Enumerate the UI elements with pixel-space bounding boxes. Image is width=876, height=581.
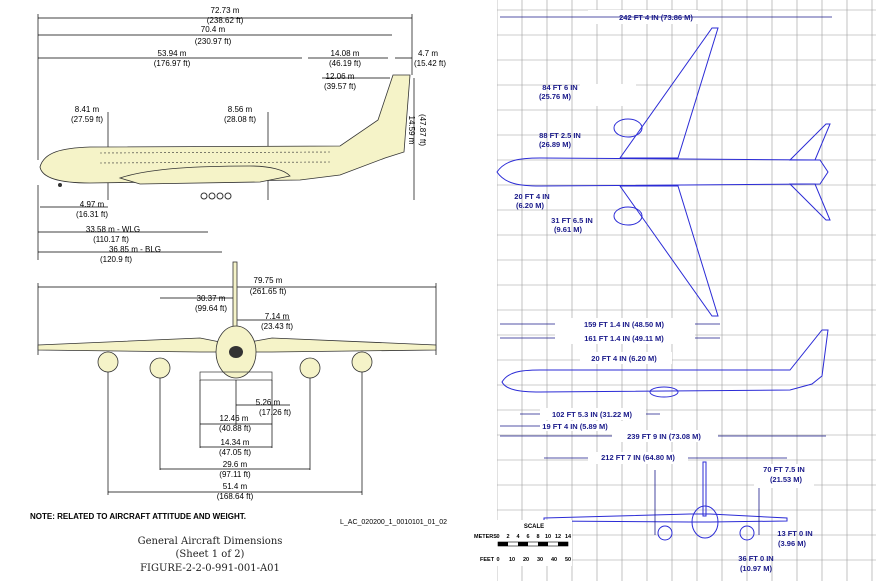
dim-514-ft-label: (168.64 ft) [217,492,254,501]
wlg-label: 33.58 m - WLG [86,225,140,234]
dim-856-label: 8.56 m [228,105,253,114]
dim-47-label: 4.7 m [418,49,438,58]
scale-meter-tick: 12 [555,534,561,540]
top-dim-a1m-label: (25.76 M) [539,92,572,101]
top-dim-a2m-label: (26.89 M) [539,140,572,149]
dim-3037-label: 30.37 m [197,294,226,303]
fuselage-length-label: 70.4 m [201,25,226,34]
a380-side-view: 72.73 m (238.62 ft) 70.4 m (230.97 ft) 5… [37,6,446,264]
dim-3037-ft-label: (99.64 ft) [195,304,227,313]
front-f2-label: 70 FT 7.5 IN [763,465,805,474]
scale-feet-tick: 20 [523,557,529,563]
dim-1434-ft-label: (47.05 ft) [219,448,251,457]
drawing-ref: L_AC_020200_1_0010101_01_02 [340,519,447,526]
scale-feet-tick: 40 [551,557,557,563]
scale-feet-tick: 10 [509,557,515,563]
dim-526-ft-label: (17.26 ft) [259,408,291,417]
scale-meter-tick: 2 [506,534,509,540]
front-f3m-label: (3.96 M) [778,539,806,548]
top-dim-a2-label: 88 FT 2.5 IN [539,131,581,140]
side-s2-label: 161 FT 1.4 IN (49.11 M) [584,334,664,343]
dim-1408-label: 14.08 m [331,49,360,58]
dim-1434-label: 14.34 m [221,438,250,447]
height-label: 14.59 m [407,116,416,145]
dim-296-label: 29.6 m [223,460,248,469]
scale-meter-tick: 0 [496,534,499,540]
dim-497-ft-label: (16.31 ft) [76,210,108,219]
dim-1246-label: 12.46 m [220,414,249,423]
overall-length-ft-label: (238.62 ft) [207,16,244,25]
dim-5394-label: 53.94 m [158,49,187,58]
side-s1-label: 159 FT 1.4 IN (48.50 M) [584,320,665,329]
scale-meter-tick: 8 [536,534,539,540]
front-f3-label: 13 FT 0 IN [777,529,812,538]
height-ft-label: (47.87 ft) [418,114,427,146]
dim-1408-ft-label: (46.19 ft) [329,59,361,68]
dim-856-ft-label: (28.08 ft) [224,115,256,124]
b777-side-view: 159 FT 1.4 IN (48.50 M) 161 FT 1.4 IN (4… [500,318,829,442]
front-f4-label: 36 FT 0 IN [738,554,773,563]
top-dim-a4-label: 31 FT 6.5 IN [551,216,593,225]
side-s3-label: 20 FT 4 IN (6.20 M) [591,354,657,363]
top-dim-a1-label: 84 FT 6 IN [542,83,577,92]
scale-meter-tick: 10 [545,534,551,540]
caption-title: General Aircraft Dimensions [138,536,283,547]
dim-514-label: 51.4 m [223,482,248,491]
b777-front-view: 212 FT 7 IN (64.80 M) 70 FT 7.5 IN (21.5… [543,452,814,573]
dim-1206-label: 12.06 m [326,72,355,81]
top-span-label: 242 FT 4 IN (73.86 M) [619,13,693,22]
dim-526-label: 5.26 m [256,398,281,407]
dim-47-ft-label: (15.42 ft) [414,59,446,68]
b777-top-view: 242 FT 4 IN (73.86 M) 84 FT 6 IN (25.76 … [496,10,832,317]
dim-497-label: 4.97 m [80,200,105,209]
wlg-ft-label: (110.17 ft) [93,235,129,244]
caption-figure: FIGURE-2-2-0-991-001-A01 [140,563,280,574]
side-s6-label: 239 FT 9 IN (73.08 M) [627,432,701,441]
a380-front-view: 79.75 m (261.65 ft) 30.37 m (99.64 ft) 7… [37,261,437,501]
front-f1-label: 212 FT 7 IN (64.80 M) [601,453,675,462]
scale-title: SCALE [524,524,544,530]
front-f4m-label: (10.97 M) [740,564,773,573]
blg-label: 36.85 m - BLG [109,245,161,254]
scale-feet-tick: 30 [537,557,543,563]
front-f2m-label: (21.53 M) [770,475,803,484]
scale-feet-tick: 0 [496,557,499,563]
top-dim-a3m-label: (6.20 M) [516,201,544,210]
scale-meter-tick: 4 [516,534,520,540]
dim-714-label: 7.14 m [265,312,290,321]
span-label: 79.75 m [254,276,283,285]
dim-714-ft-label: (23.43 ft) [261,322,293,331]
overall-length-label: 72.73 m [211,6,240,15]
scale-feet-label: FEET [480,557,495,563]
dim-1246-ft-label: (40.88 ft) [219,424,251,433]
scale-meter-tick: 6 [526,534,529,540]
dim-296-ft-label: (97.11 ft) [219,470,251,479]
scale-feet-tick: 50 [565,557,571,563]
note-text: NOTE: RELATED TO AIRCRAFT ATTITUDE AND W… [30,512,246,521]
side-s4-label: 102 FT 5.3 IN (31.22 M) [552,410,633,419]
reference-grid [472,0,876,581]
span-ft-label: (261.65 ft) [250,287,287,296]
dim-5394-ft-label: (176.97 ft) [154,59,191,68]
blg-ft-label: (120.9 ft) [100,255,132,264]
dim-841-label: 8.41 m [75,105,100,114]
dim-1206-ft-label: (39.57 ft) [324,82,356,91]
top-dim-a4m-label: (9.61 M) [554,225,582,234]
caption-sheet: (Sheet 1 of 2) [176,549,245,560]
scale-meter-tick: 14 [565,534,572,540]
scale-meters-label: METERS [474,534,497,540]
dim-841-ft-label: (27.59 ft) [71,115,103,124]
side-s5-label: 19 FT 4 IN (5.89 M) [542,422,608,431]
fuselage-length-ft-label: (230.97 ft) [195,37,232,46]
top-dim-a3-label: 20 FT 4 IN [514,192,549,201]
